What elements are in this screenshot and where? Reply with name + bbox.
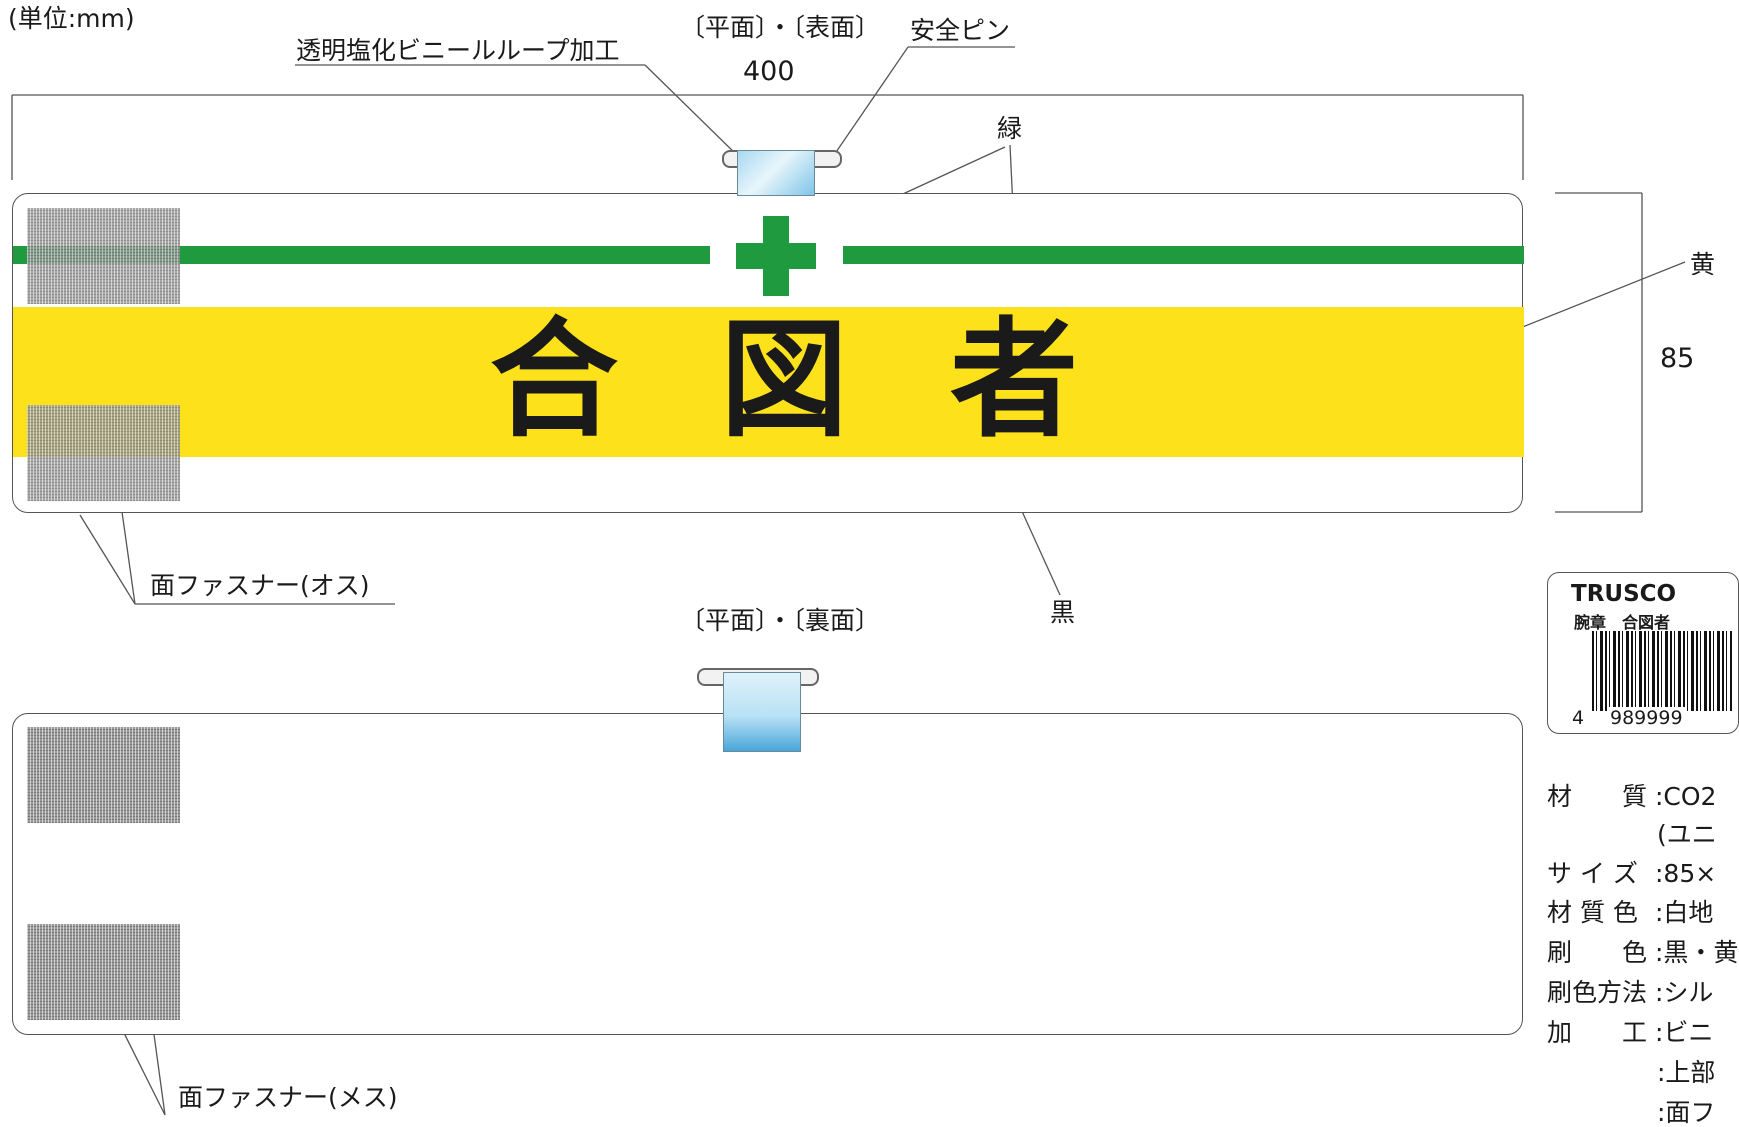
black-callout-label: 黒 bbox=[1050, 598, 1076, 627]
yellow-stripe bbox=[13, 307, 1524, 457]
loop-callout-label: 透明塩化ビニールループ加工 bbox=[296, 36, 620, 65]
spec-value: :上部 bbox=[1657, 1058, 1716, 1087]
spec-value: :白地 bbox=[1655, 898, 1714, 927]
width-dimension: 400 bbox=[743, 56, 795, 87]
velcro-male-patch-top bbox=[27, 208, 180, 304]
velcro-female-patch-top bbox=[27, 727, 180, 823]
barcode bbox=[1592, 631, 1732, 711]
yellow-callout-label: 黄 bbox=[1690, 250, 1716, 279]
pin-callout-label: 安全ピン bbox=[910, 16, 1011, 45]
main-text-char-1: 合 bbox=[490, 306, 619, 455]
back-view-label: 〔平面〕・〔裏面〕 bbox=[680, 606, 881, 635]
velcro-female-label: 面ファスナー(メス) bbox=[178, 1083, 398, 1112]
spec-row: :上部 bbox=[1547, 1060, 1715, 1085]
spec-key: 材 質 色 bbox=[1547, 898, 1638, 927]
height-dimension: 85 bbox=[1660, 343, 1695, 374]
armband-back bbox=[12, 713, 1523, 1035]
green-stripe-right bbox=[843, 246, 1524, 264]
spec-row: 刷色方法:シル bbox=[1547, 980, 1713, 1005]
spec-row: :面フ bbox=[1547, 1100, 1715, 1125]
front-view-label: 〔平面〕・〔表面〕 bbox=[680, 13, 881, 42]
spec-value: :面フ bbox=[1657, 1098, 1716, 1127]
spec-row: 加 工:ビニ bbox=[1547, 1020, 1713, 1045]
spec-key: 加 工 bbox=[1547, 1018, 1648, 1047]
spec-value: :ビニ bbox=[1655, 1018, 1714, 1047]
spec-value: :85× bbox=[1655, 859, 1717, 888]
main-text-char-2: 図 bbox=[720, 306, 849, 455]
green-stripe-left bbox=[13, 246, 710, 264]
spec-row: 材 質 色 :白地 bbox=[1547, 900, 1713, 925]
vinyl-loop-back bbox=[723, 672, 801, 752]
spec-value: (ユニ bbox=[1657, 820, 1717, 849]
spec-key: 刷 色 bbox=[1547, 938, 1648, 967]
velcro-male-patch-bottom bbox=[27, 405, 180, 501]
barcode-digit-lead: 4 bbox=[1572, 707, 1585, 729]
spec-key: 刷色方法 bbox=[1547, 978, 1648, 1007]
spec-row: サ イ ズ :85× bbox=[1547, 861, 1716, 886]
main-text-char-3: 者 bbox=[950, 306, 1079, 455]
spec-key: サ イ ズ bbox=[1547, 859, 1638, 888]
unit-note: (単位:mm) bbox=[8, 4, 135, 33]
product-name: 腕章 合図者 bbox=[1574, 613, 1671, 632]
package-label-card: TRUSCO 腕章 合図者 4 989999 bbox=[1547, 572, 1739, 734]
velcro-male-label: 面ファスナー(オス) bbox=[150, 571, 370, 600]
vinyl-loop-front bbox=[737, 150, 815, 196]
green-callout-label: 緑 bbox=[997, 114, 1023, 143]
armband-front: 合 図 者 bbox=[12, 193, 1524, 513]
green-cross-icon bbox=[736, 216, 816, 296]
velcro-female-patch-bottom bbox=[27, 924, 180, 1020]
spec-row: 刷 色:黒・黄 bbox=[1547, 940, 1738, 965]
spec-value: :CO2 bbox=[1655, 782, 1717, 811]
spec-value: :黒・黄 bbox=[1655, 938, 1739, 967]
spec-row: 材 質:CO2 bbox=[1547, 784, 1716, 809]
barcode-digits: 989999 bbox=[1608, 707, 1685, 729]
spec-key: 材 質 bbox=[1547, 782, 1648, 811]
spec-row: (ユニ bbox=[1547, 822, 1717, 847]
brand-logo: TRUSCO bbox=[1571, 581, 1677, 607]
spec-value: :シル bbox=[1655, 978, 1714, 1007]
